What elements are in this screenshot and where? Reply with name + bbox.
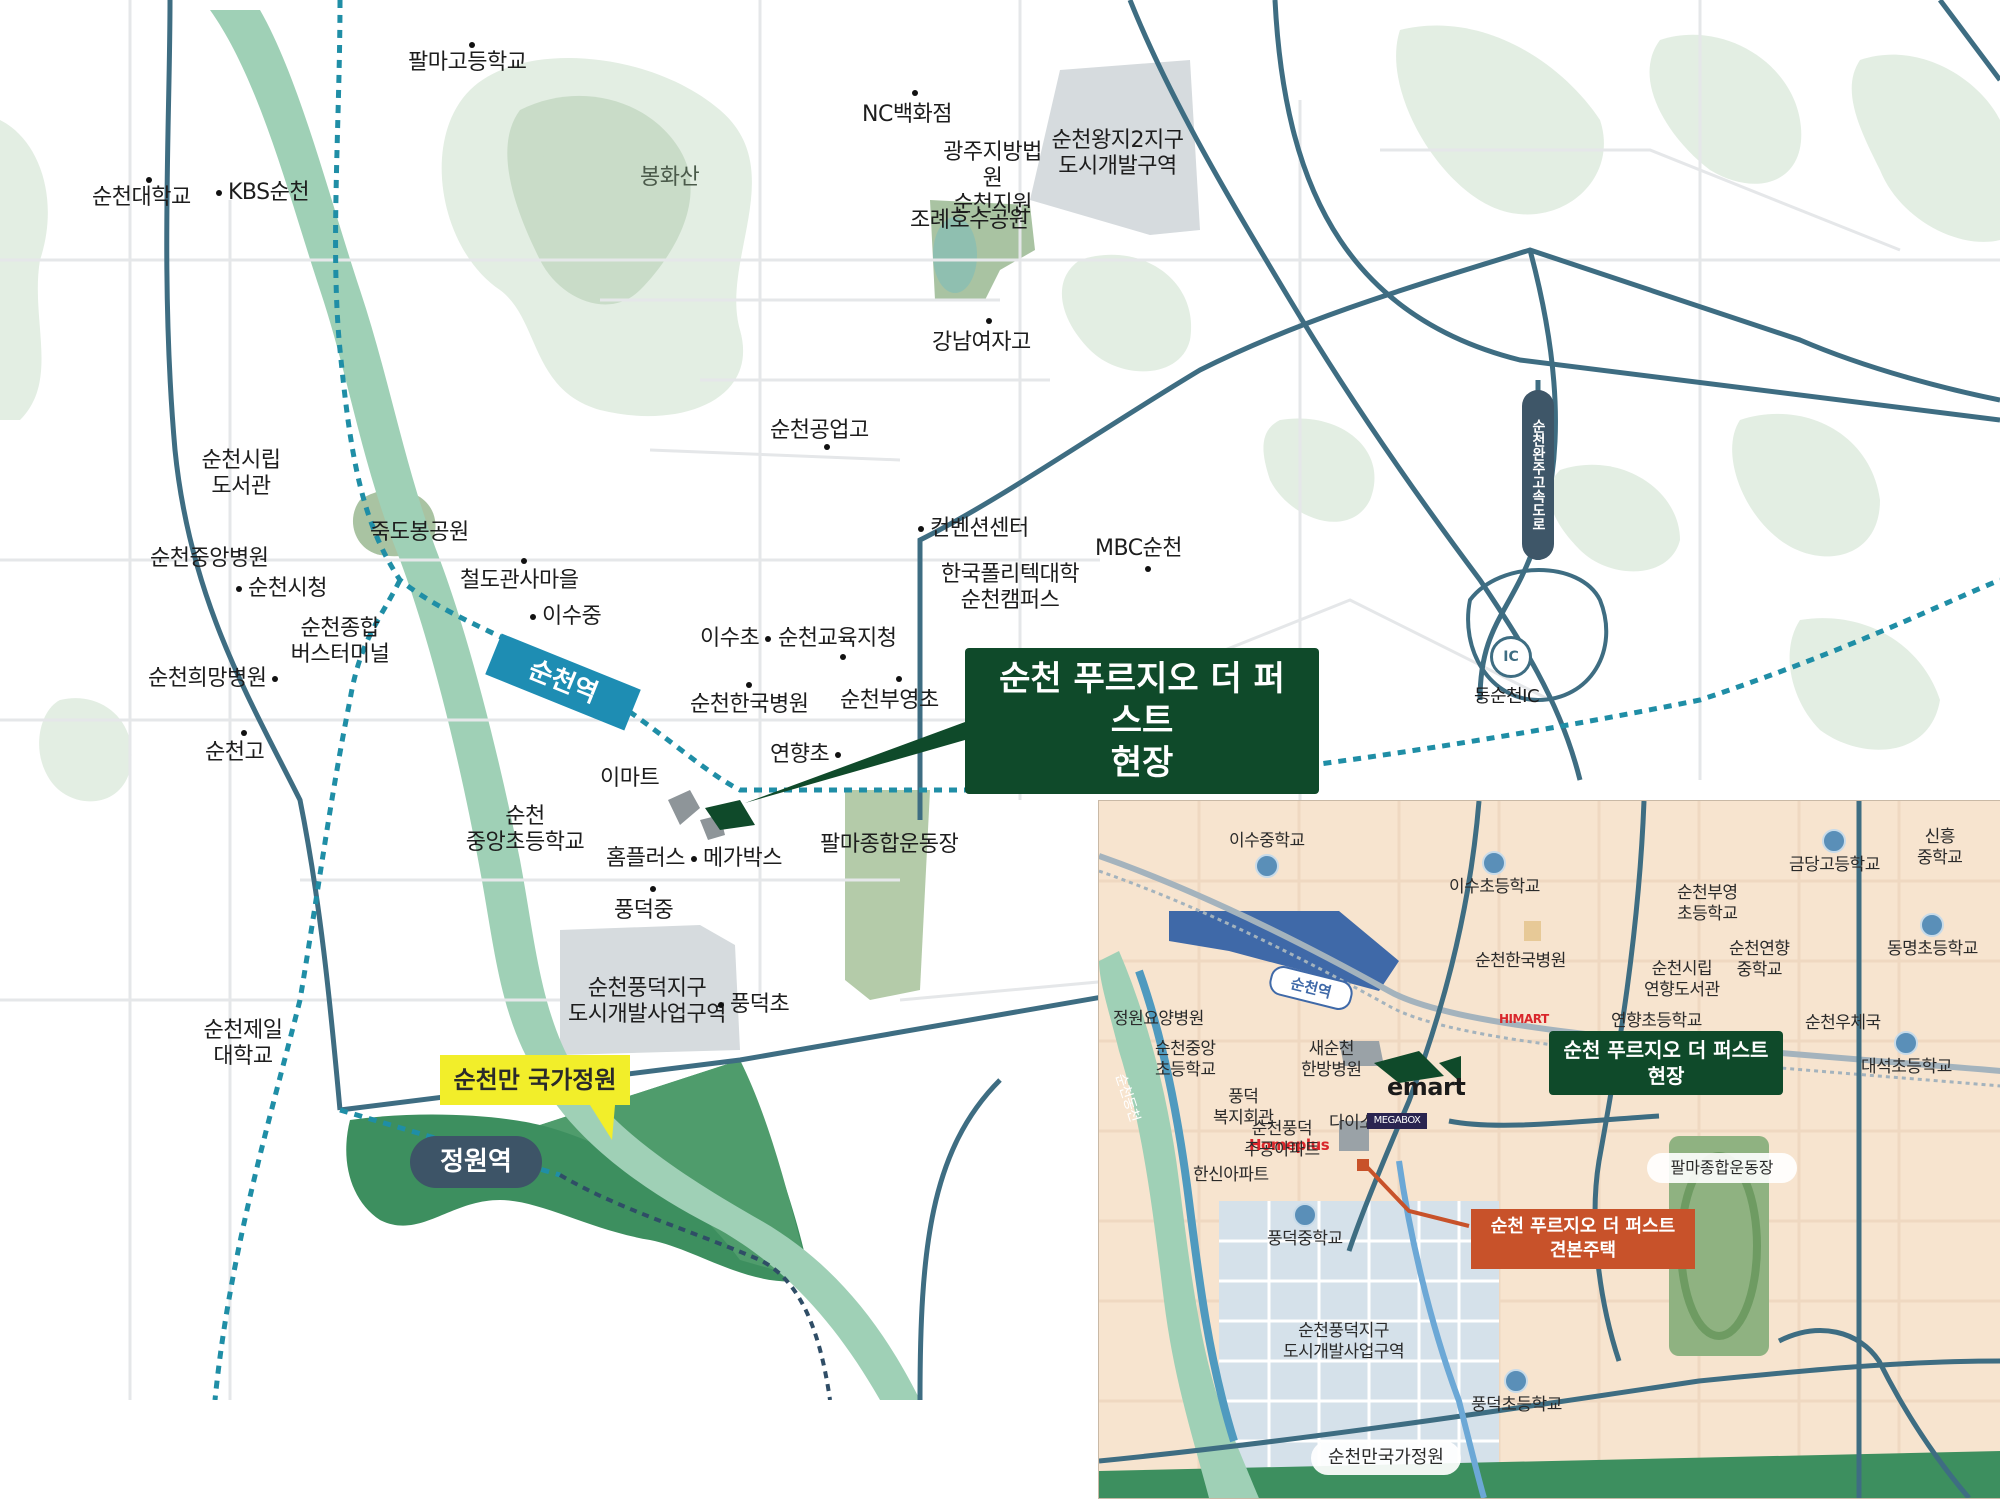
inset-pungdeok-middle: 풍덕중학교	[1267, 1201, 1343, 1250]
inset-megabox-logo: MEGABOX	[1367, 1113, 1427, 1129]
inset-model-callout	[1365, 1165, 1470, 1228]
label-jeil-univ: 순천제일 대학교	[203, 1018, 283, 1069]
inset-garden	[1099, 1451, 2000, 1498]
inset-emart-block	[1339, 1041, 1384, 1066]
label-city-library: 순천시립 도서관	[201, 448, 281, 499]
inset-river	[1099, 951, 1259, 1498]
inset-stadium-badge: 팔마종합운동장	[1647, 1153, 1797, 1183]
inset-pungdeok-district: 순천풍덕지구 도시개발사업구역	[1283, 1321, 1405, 1362]
label-pungdeok-district: 순천풍덕지구 도시개발사업구역	[568, 976, 726, 1027]
label-palma-stadium: 팔마종합운동장	[820, 832, 959, 857]
inset-post-office: 순천우체국	[1805, 1013, 1881, 1033]
label-korea-hospital: 순천한국병원	[690, 682, 809, 718]
minor-roads	[0, 0, 2000, 1400]
inset-homeplus-block	[1339, 1121, 1369, 1151]
label-pungdeok-middle: 풍덕중	[614, 886, 674, 924]
label-pungdeok-elem: 풍덕초	[718, 992, 790, 1018]
label-polytech: 한국폴리텍대학 순천캠퍼스	[940, 562, 1080, 613]
garden-pointer	[590, 1105, 615, 1140]
ic-badge: IC	[1490, 636, 1532, 678]
inset-model-house-tag[interactable]: 순천 푸르지오 더 퍼스트 견본주택	[1471, 1209, 1695, 1269]
label-city-hall: 순천시청	[236, 576, 327, 602]
label-kbs: KBS순천	[216, 180, 310, 206]
inset-central-elem: 순천중앙 초등학교	[1155, 1039, 1216, 1080]
label-bus-terminal: 순천종합 버스터미널	[290, 616, 390, 667]
label-gangnam-girls: 강남여자고	[932, 318, 1031, 356]
label-central-elem: 순천 중앙초등학교	[465, 804, 585, 855]
inset-pungdeok-apt: 순천풍덕 주공아파트	[1244, 1119, 1320, 1160]
inset-map[interactable]: 이수중학교 이수초등학교 금당고등학교 신흥 중학교 순천부영 초등학교 순천연…	[1098, 800, 2000, 1499]
label-edu-office: 순천교육지청	[778, 626, 897, 660]
inset-daeseok-elem: 대석초등학교	[1861, 1029, 1952, 1078]
inset-geumdang-high: 금당고등학교	[1789, 827, 1880, 876]
inset-garden-badge: 순천만국가정원	[1311, 1441, 1461, 1475]
main-map-canvas	[0, 0, 2000, 1400]
inset-homeplus-logo: Homeplus	[1249, 1136, 1330, 1154]
label-nc-dept: NC백화점	[862, 90, 953, 128]
label-railway-village: 철도관사마을	[460, 558, 579, 594]
inset-site-tag[interactable]: 순천 푸르지오 더 퍼스트 현장	[1549, 1031, 1783, 1095]
inset-site-block	[1374, 1051, 1444, 1083]
inset-himart: HIMART	[1499, 1012, 1549, 1026]
label-suncheon-high: 순천고	[205, 730, 265, 766]
inset-emart-logo: emart	[1387, 1073, 1466, 1101]
label-suncheon-univ: 순천대학교	[92, 177, 191, 211]
label-palma-high: 팔마고등학교	[408, 42, 527, 76]
inset-saesuncheon: 새순천 한방병원	[1301, 1039, 1362, 1080]
ic-loop	[1466, 568, 1609, 703]
inset-main-roads	[1099, 801, 2000, 1498]
label-yeonhyang-elem: 연향초	[770, 742, 847, 768]
label-buyoung-elem: 순천부영초	[840, 676, 939, 714]
site-callout	[745, 722, 965, 803]
inset-isu-elem: 이수초등학교	[1449, 849, 1540, 898]
wangji-zone	[1030, 60, 1200, 235]
inset-hospital-marker	[1524, 921, 1541, 941]
label-suncheon-tech: 순천공업고	[770, 418, 869, 450]
national-garden-badge[interactable]: 순천만 국가정원	[440, 1055, 630, 1105]
inset-hanshin-apt: 한신아파트	[1193, 1165, 1269, 1185]
label-mbc: MBC순천	[1095, 536, 1183, 572]
emart-block	[668, 790, 700, 825]
pungdeok-zone	[560, 925, 740, 1055]
site-block	[705, 800, 755, 830]
site-tag[interactable]: 순천 푸르지오 더 퍼스트 현장	[965, 648, 1319, 794]
inset-stadium	[1669, 1136, 1769, 1356]
jeongwon-station-badge[interactable]: 정원역	[410, 1136, 542, 1188]
inset-river-water	[1135, 969, 1238, 1443]
inset-buyoung-elem: 순천부영 초등학교	[1677, 883, 1738, 924]
inset-pungdeok-elem: 풍덕초등학교	[1471, 1367, 1562, 1416]
inset-pungdeok-welfare: 풍덕 복지회관	[1213, 1087, 1274, 1128]
label-jorye-park: 조례호수공원	[910, 208, 1029, 233]
inset-dongmyeong-elem: 동명초등학교	[1887, 911, 1978, 960]
jorye-lake	[933, 217, 977, 293]
suncheon-dongcheon-river	[210, 10, 920, 1400]
label-isu-elem: 이수초	[700, 626, 777, 652]
inset-yeonhyang-middle: 순천연향 중학교	[1729, 939, 1790, 980]
inset-daiso: 다이소	[1329, 1113, 1375, 1133]
inset-canal	[1396, 1160, 1487, 1498]
label-bonghwasan: 봉화산	[640, 165, 700, 190]
palma-stadium-area	[845, 790, 930, 1000]
label-central-hospital: 순천중앙병원	[150, 546, 269, 571]
inset-zone-grid	[1219, 1201, 1499, 1471]
label-convention: 컨벤션센터	[918, 516, 1029, 542]
inset-korea-hospital: 순천한국병원	[1475, 951, 1566, 971]
inset-jeongwon-hospital: 정원요양병원	[1113, 1009, 1204, 1029]
expressway-badge: 순천완주고속도로	[1522, 390, 1554, 560]
label-emart: 이마트	[600, 766, 660, 791]
label-hope-hospital: 순천희망병원	[148, 666, 284, 692]
label-court: 광주지방법원 순천지원	[943, 140, 1042, 217]
main-map[interactable]: 팔마고등학교 NC백화점 광주지방법원 순천지원 순천왕지2지구 도시개발구역 …	[0, 0, 2000, 1400]
label-wangji: 순천왕지2지구 도시개발구역	[1051, 128, 1184, 179]
label-isu-middle: 이수중	[530, 604, 602, 630]
label-dongsuncheon-ic: 동순천IC	[1474, 686, 1540, 707]
inset-sinheung-middle: 신흥 중학교	[1917, 827, 1963, 868]
jeongwon-rail	[558, 1173, 832, 1400]
inset-pungdeok-zone	[1219, 1201, 1499, 1471]
inset-isu-middle: 이수중학교	[1229, 831, 1305, 878]
mountain-areas	[507, 95, 691, 305]
inset-city-library: 순천시립 연향도서관	[1644, 959, 1720, 1000]
label-jukdobong: 죽도봉공원	[370, 520, 469, 545]
